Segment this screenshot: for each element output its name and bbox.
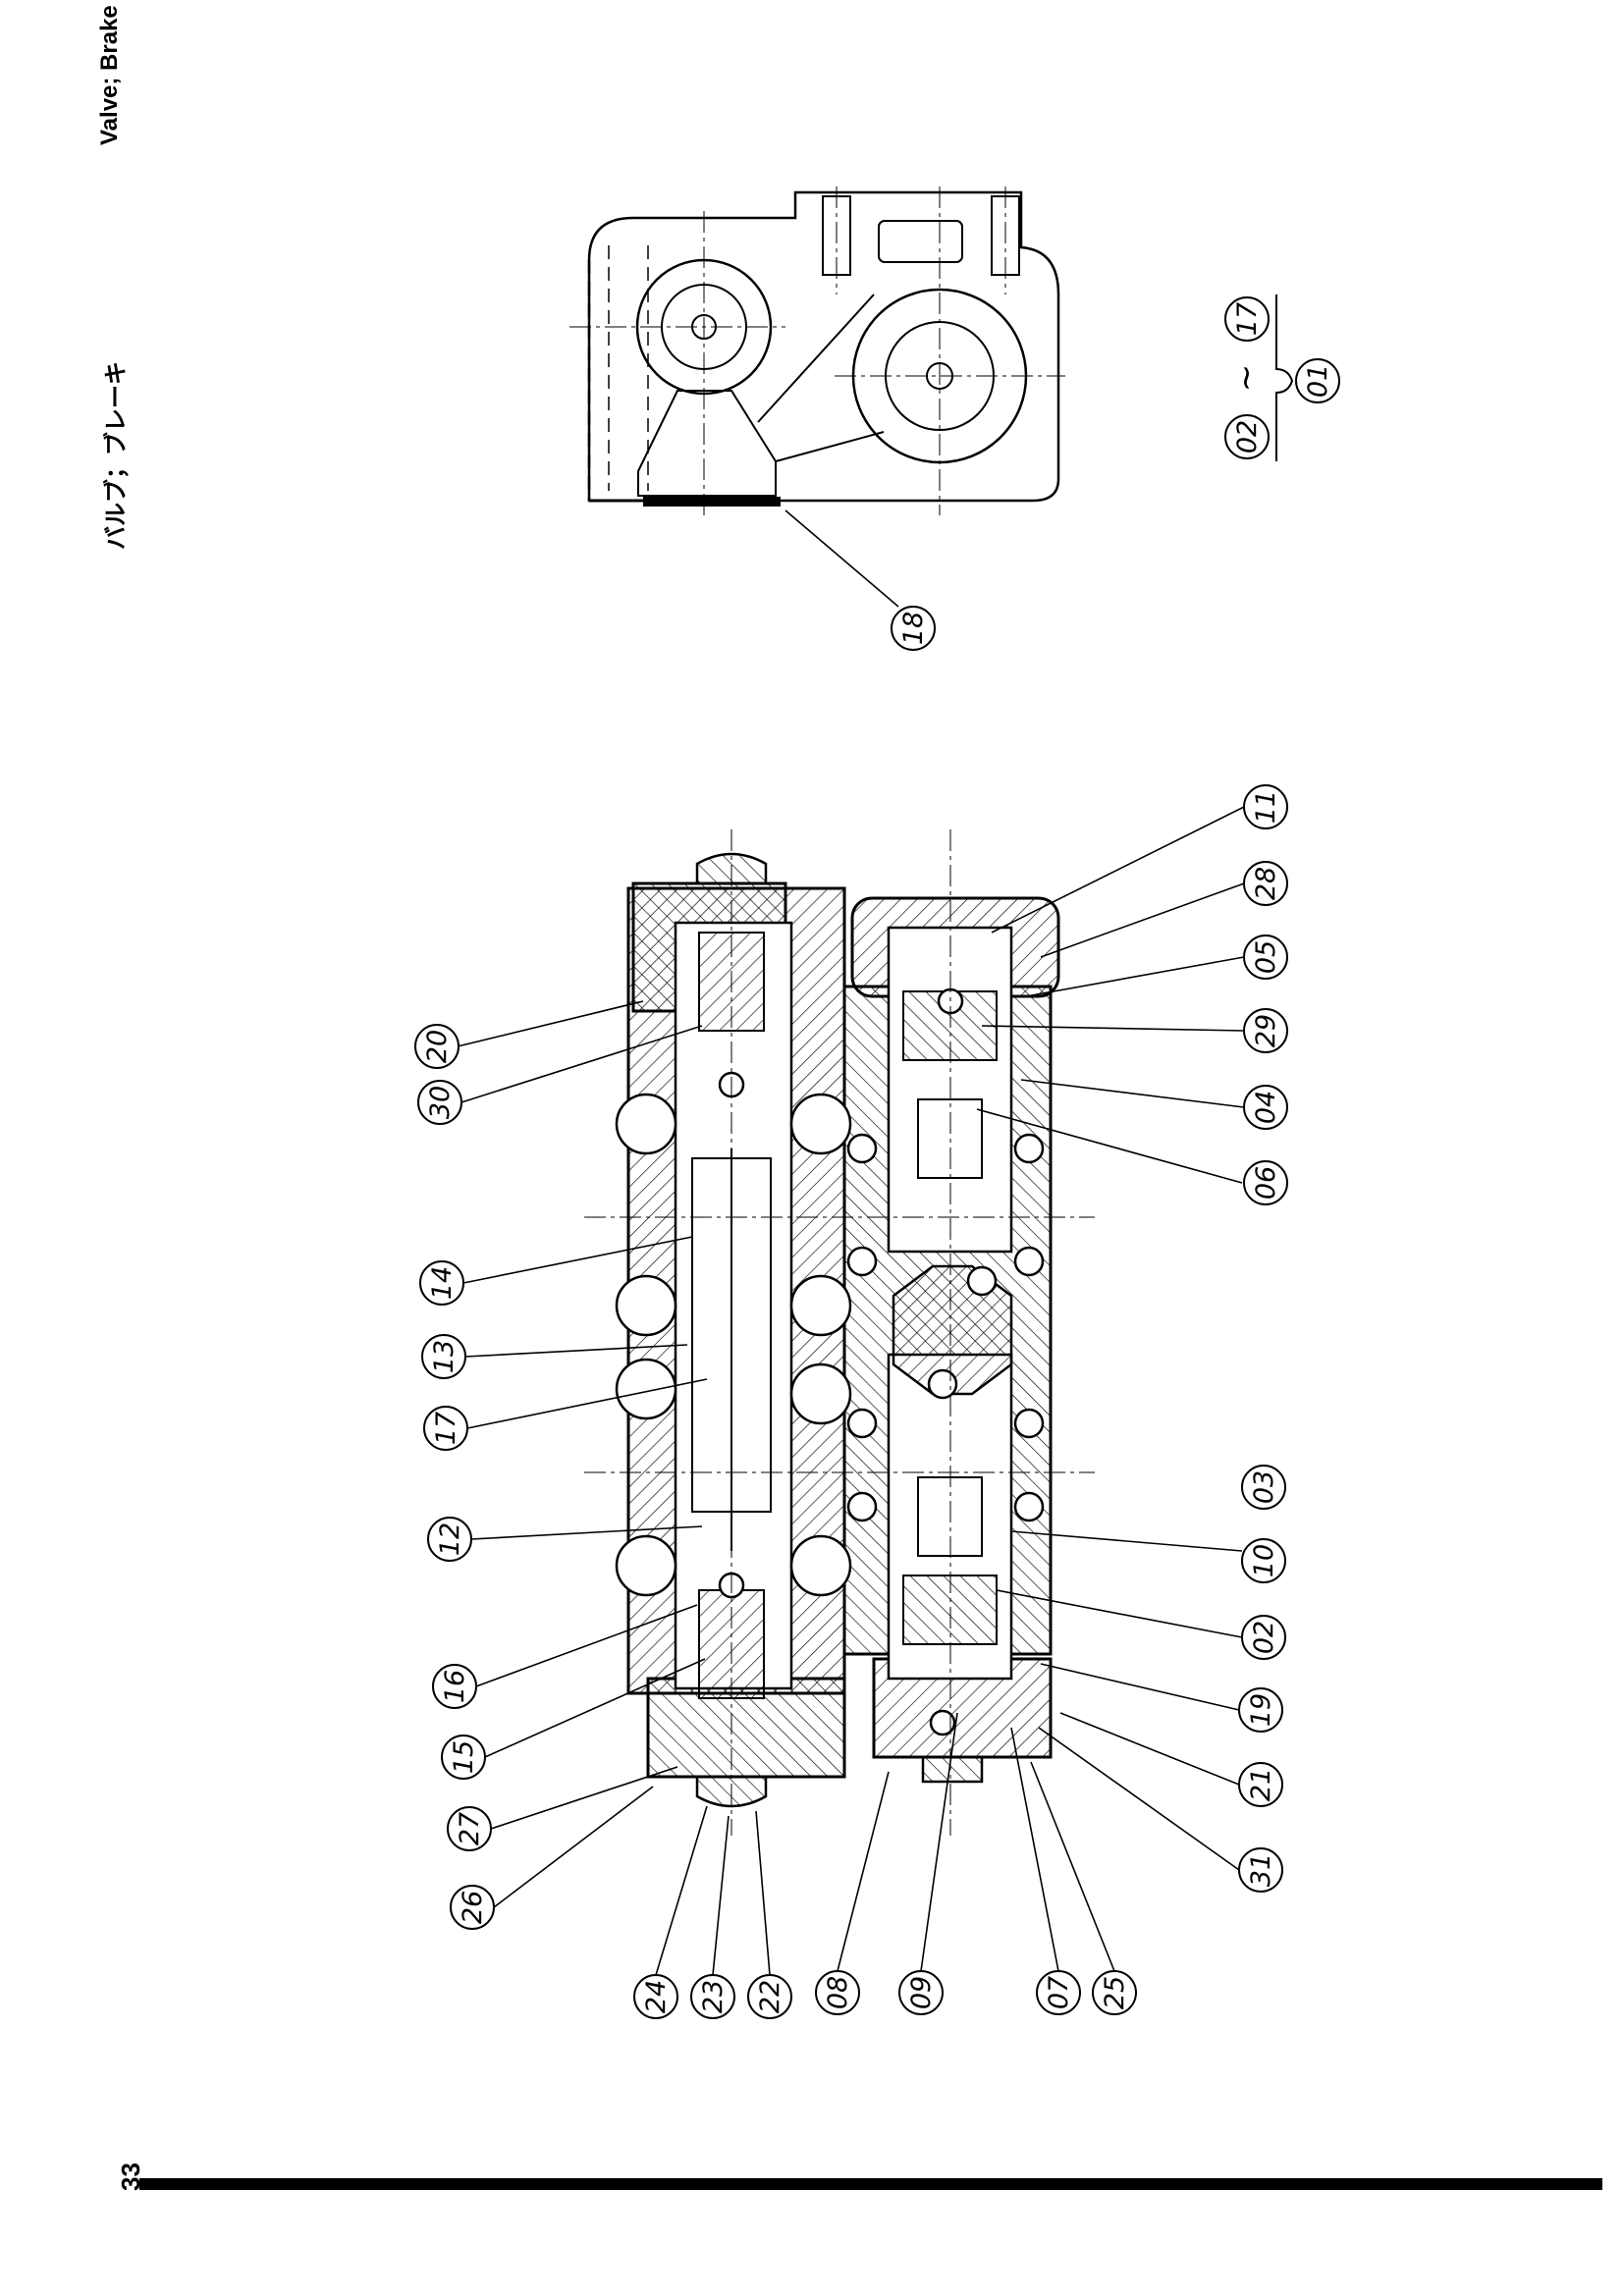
callout-22: 22 bbox=[747, 1974, 792, 2019]
callout-08-text: 08 bbox=[823, 1976, 853, 2009]
callout-03: 03 bbox=[1241, 1465, 1286, 1510]
callout-14-text: 14 bbox=[427, 1266, 458, 1300]
callout-18-text: 18 bbox=[898, 612, 929, 645]
callout-11: 11 bbox=[1243, 784, 1288, 829]
callout-20-text: 20 bbox=[422, 1030, 453, 1063]
callout-23-text: 23 bbox=[698, 1980, 729, 2013]
leader-lines bbox=[457, 509, 1245, 1976]
callout-27: 27 bbox=[447, 1806, 492, 1851]
callout-16: 16 bbox=[432, 1664, 477, 1709]
callout-25-text: 25 bbox=[1100, 1976, 1130, 2009]
callout-13: 13 bbox=[421, 1334, 466, 1379]
assembly-note: 02 ~ 17 01 bbox=[1224, 294, 1340, 461]
callout-26: 26 bbox=[450, 1885, 495, 1930]
callout-19: 19 bbox=[1238, 1687, 1283, 1733]
callout-29-text: 29 bbox=[1251, 1014, 1281, 1047]
callout-04-text: 04 bbox=[1251, 1091, 1281, 1124]
callout-09: 09 bbox=[898, 1970, 944, 2015]
callout-29: 29 bbox=[1243, 1008, 1288, 1053]
assembly-note-parent: 01 bbox=[1303, 364, 1333, 398]
callout-21-text: 21 bbox=[1246, 1768, 1276, 1801]
callout-02-assembly: 02 bbox=[1224, 414, 1270, 459]
valve-section-view bbox=[584, 829, 1095, 1836]
callout-27-text: 27 bbox=[455, 1812, 485, 1845]
footer-rule bbox=[139, 2178, 1602, 2190]
callout-24-text: 24 bbox=[641, 1980, 672, 2013]
callout-07-text: 07 bbox=[1044, 1976, 1074, 2009]
callout-11-text: 11 bbox=[1251, 790, 1281, 824]
callout-26-text: 26 bbox=[458, 1891, 488, 1924]
callout-06-text: 06 bbox=[1251, 1166, 1281, 1200]
callout-04: 04 bbox=[1243, 1085, 1288, 1130]
callout-13-text: 13 bbox=[429, 1340, 460, 1373]
callout-03-text: 03 bbox=[1249, 1470, 1279, 1504]
callout-16-text: 16 bbox=[440, 1670, 470, 1703]
callout-02-text: 02 bbox=[1249, 1621, 1279, 1654]
callout-labels: 20 30 14 13 17 12 16 15 27 26 24 23 22 0… bbox=[414, 294, 1340, 2019]
callout-01: 01 bbox=[1295, 358, 1340, 403]
callout-02: 02 bbox=[1241, 1615, 1286, 1660]
callout-12-text: 12 bbox=[435, 1522, 465, 1556]
callout-05-text: 05 bbox=[1251, 940, 1281, 974]
assembly-note-to: 17 bbox=[1232, 302, 1263, 336]
callout-05: 05 bbox=[1243, 934, 1288, 980]
callout-17: 17 bbox=[423, 1406, 468, 1451]
callout-17-text: 17 bbox=[431, 1412, 461, 1445]
callout-20: 20 bbox=[414, 1024, 460, 1069]
callout-17-assembly: 17 bbox=[1224, 296, 1270, 342]
callout-10-text: 10 bbox=[1249, 1544, 1279, 1577]
assembly-note-tilde: ~ bbox=[1226, 364, 1266, 393]
callout-28-text: 28 bbox=[1251, 867, 1281, 900]
callout-21: 21 bbox=[1238, 1762, 1283, 1807]
callout-08: 08 bbox=[815, 1970, 860, 2015]
callout-12: 12 bbox=[427, 1517, 472, 1562]
callout-09-text: 09 bbox=[906, 1976, 937, 2009]
callout-30: 30 bbox=[417, 1080, 462, 1125]
svg-text:~: ~ bbox=[1226, 364, 1266, 393]
callout-10: 10 bbox=[1241, 1538, 1286, 1583]
callout-15: 15 bbox=[441, 1735, 486, 1780]
assembly-note-from: 02 bbox=[1232, 420, 1263, 454]
callout-06: 06 bbox=[1243, 1160, 1288, 1205]
valve-side-view bbox=[569, 187, 1065, 515]
callout-30-text: 30 bbox=[425, 1086, 456, 1119]
callout-31: 31 bbox=[1238, 1847, 1283, 1893]
callout-24: 24 bbox=[633, 1974, 678, 2019]
callout-14: 14 bbox=[419, 1260, 464, 1306]
assembly-brace bbox=[1275, 294, 1294, 461]
callout-22-text: 22 bbox=[755, 1980, 785, 2013]
callout-07: 07 bbox=[1036, 1970, 1081, 2015]
callout-28: 28 bbox=[1243, 861, 1288, 906]
callout-15-text: 15 bbox=[449, 1740, 479, 1774]
callout-23: 23 bbox=[690, 1974, 735, 2019]
callout-19-text: 19 bbox=[1246, 1693, 1276, 1727]
callout-18: 18 bbox=[891, 606, 936, 651]
callout-31-text: 31 bbox=[1246, 1853, 1276, 1887]
callout-25: 25 bbox=[1092, 1970, 1137, 2015]
